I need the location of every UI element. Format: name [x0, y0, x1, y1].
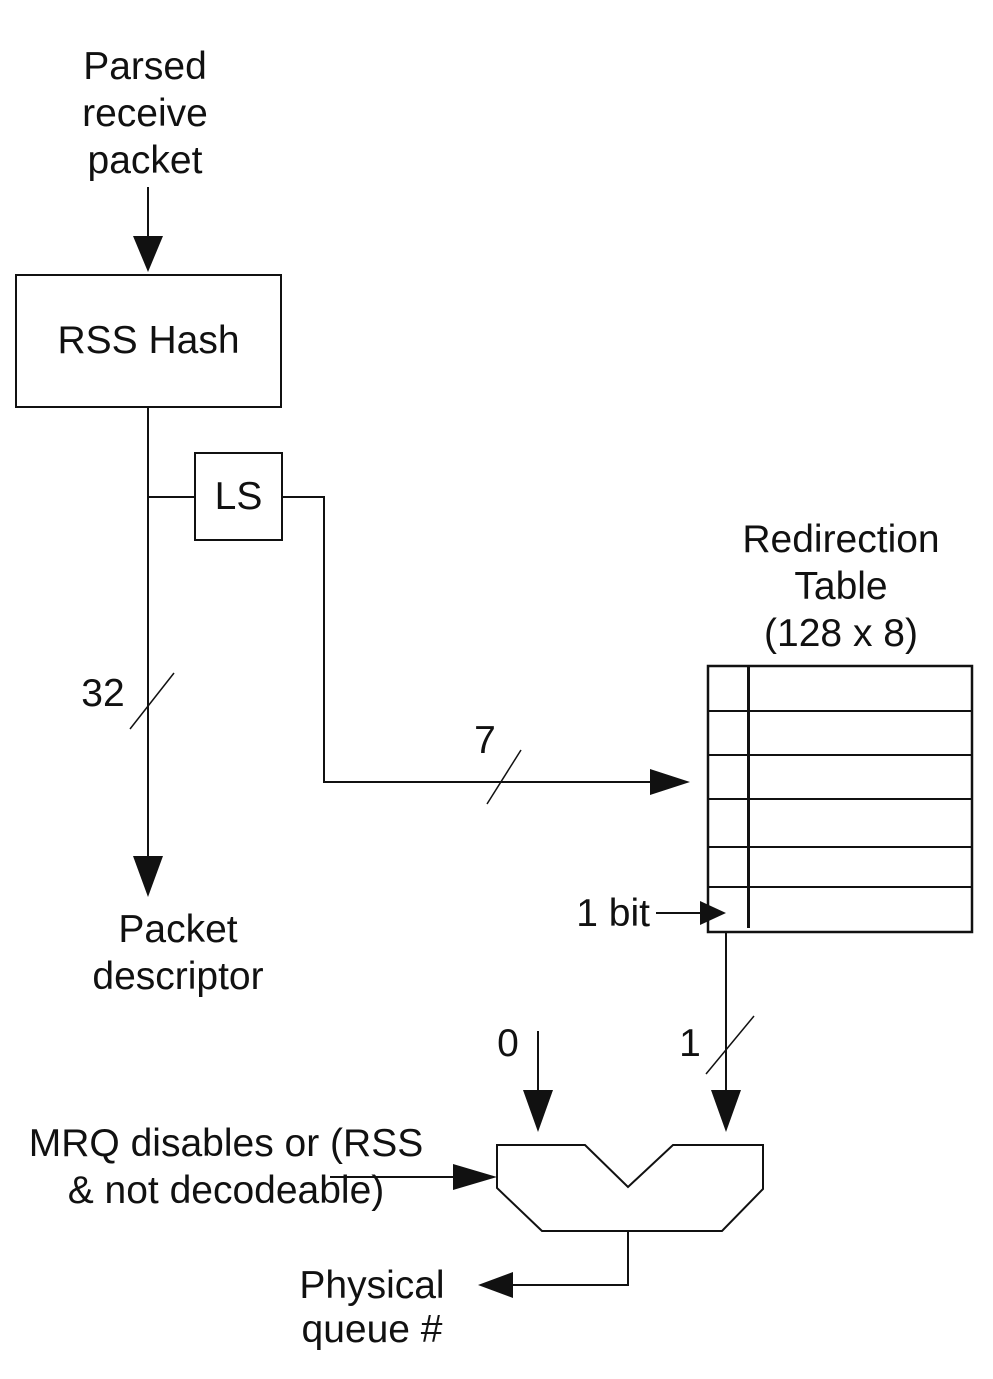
one-bit-arrow — [656, 901, 726, 925]
table-to-mux-arrow — [705, 932, 755, 1132]
bus-width-7-label: 7 — [474, 719, 496, 762]
packet-descriptor-label: Packet descriptor — [92, 908, 264, 998]
redirection-table — [706, 664, 974, 934]
bus-width-32-label: 32 — [81, 672, 125, 715]
bus-slash-1 — [705, 1015, 755, 1075]
hash-to-descriptor-arrow — [129, 408, 175, 897]
mux-shape — [496, 1144, 764, 1232]
mux-input0-arrow — [523, 1031, 553, 1132]
output-arrow — [478, 1231, 629, 1298]
bus-slash-7 — [486, 749, 522, 805]
input-label: Parsed receive packet — [82, 45, 208, 182]
input-arrow — [133, 187, 163, 272]
mux-input0-label: 0 — [497, 1022, 519, 1065]
mux-select-arrow — [330, 1164, 497, 1190]
ls-box: LS — [194, 452, 283, 541]
output-label: Physical queue # — [299, 1264, 445, 1351]
bus-slash-32 — [129, 672, 175, 730]
one-bit-label: 1 bit — [576, 892, 650, 935]
ls-label: LS — [214, 474, 263, 518]
mux-select-label: MRQ disables or (RSS & not decodeable) — [28, 1122, 424, 1212]
rss-hash-box: RSS Hash — [15, 274, 282, 408]
bus-width-1-label: 1 — [679, 1022, 701, 1065]
redirection-table-title: Redirection Table (128 x 8) — [742, 518, 940, 655]
rss-hash-label: RSS Hash — [57, 319, 240, 362]
ls-to-table-arrow — [283, 496, 690, 805]
